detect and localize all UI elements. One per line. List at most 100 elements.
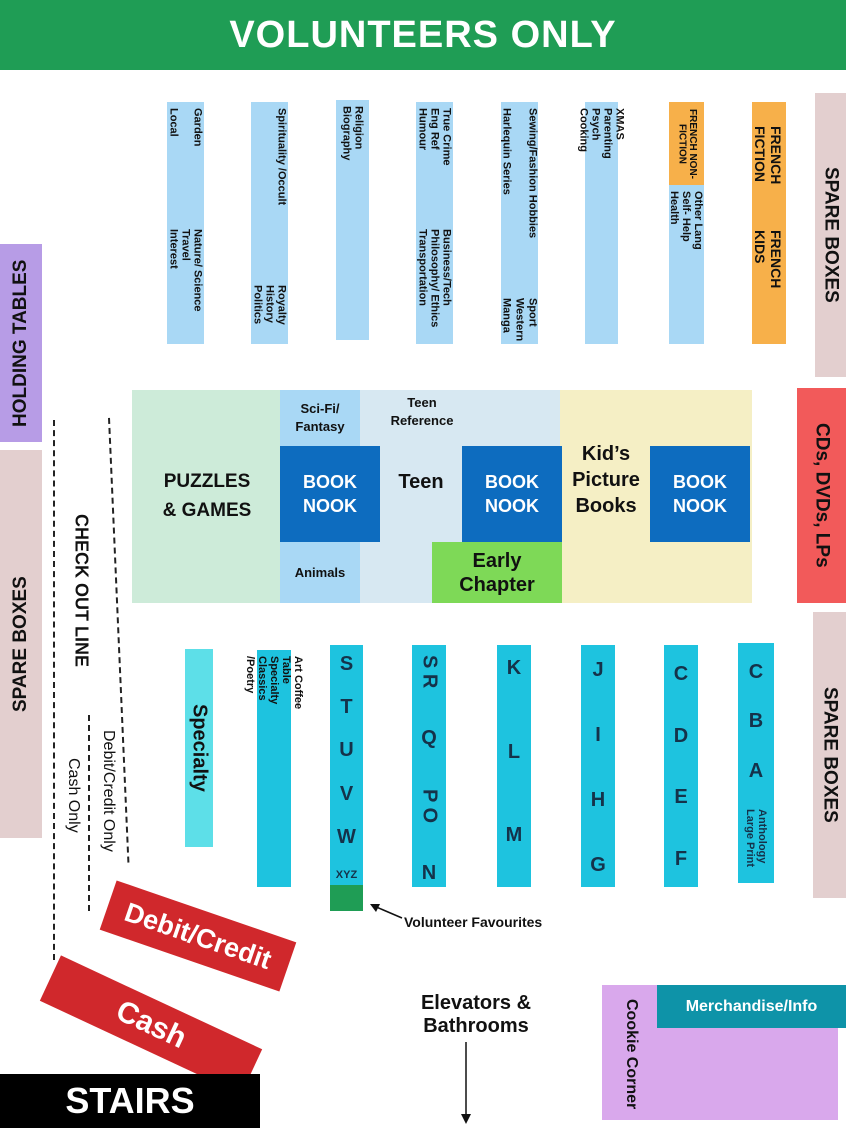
letter-c: C — [673, 663, 689, 685]
letter-s-r: S R — [418, 655, 441, 689]
label-parenting: Parenting — [601, 108, 614, 159]
label-psych: Psych — [589, 108, 602, 141]
spare-boxes-left: SPARE BOXES — [0, 450, 42, 838]
label-religion: Religion — [352, 106, 365, 150]
label-art-coffee: Art Coffee Table — [280, 656, 304, 710]
debit-credit-only-label: Debit/Credit Only — [100, 730, 117, 852]
french-nonfiction-label: FRENCH NON- FICTION — [669, 102, 704, 185]
shelf-spirituality: Spirituality /Occult Royalty History Pol… — [251, 102, 288, 344]
letter-v: V — [339, 782, 354, 805]
teen-reference: Teen Reference — [382, 392, 462, 432]
label-western: Western — [513, 298, 526, 342]
label-royalty: Royalty — [275, 285, 288, 325]
letter-g: G — [590, 854, 606, 876]
elevators-down-arrow — [461, 1042, 471, 1124]
debit-credit-label: Debit/Credit — [120, 896, 276, 975]
shelf-garden: Garden Local Nature/ Science Travel Inte… — [167, 102, 204, 344]
volunteers-only-banner: VOLUNTEERS ONLY — [0, 0, 846, 70]
checkout-dashed-line-left — [53, 420, 55, 960]
elevators-bathrooms-label: Elevators & Bathrooms — [420, 992, 532, 1037]
book-nook-1: BOOK NOOK — [280, 446, 380, 542]
shelf-klm: K L M — [497, 645, 531, 887]
french-fiction-label: FRENCH FICTION — [752, 126, 784, 185]
teen-label: Teen — [398, 470, 444, 493]
label-health: Health — [668, 191, 680, 225]
label-self-help: Self- Help — [680, 191, 692, 242]
letter-q: Q — [421, 727, 437, 750]
label-true-crime: True Crime — [440, 108, 453, 166]
spare-boxes-right-bottom: SPARE BOXES — [813, 612, 846, 898]
shelf-religion: Religion Biography — [336, 100, 369, 340]
shelf-cba: C B A Anthology Large Print — [738, 643, 774, 883]
shelf-french-fiction: FRENCH FICTION FRENCH KIDS — [752, 102, 786, 344]
label-anthology: Anthology Large Print — [744, 808, 768, 868]
middle-zone: PUZZLES & GAMES Sci-Fi/ Fantasy Animals … — [132, 390, 752, 603]
letter-i: I — [595, 724, 601, 746]
letter-f: F — [674, 847, 688, 870]
letter-h: H — [590, 789, 606, 811]
volunteer-favourites-box — [330, 885, 363, 911]
shelf-art-coffee: Art Coffee Table Specialty Classics /Poe… — [244, 650, 304, 887]
letter-a: A — [748, 759, 764, 782]
shelf-cdef: C D E F — [664, 645, 698, 887]
french-kids-label: FRENCH KIDS — [752, 229, 784, 289]
volunteer-favourites-label: Volunteer Favourites — [404, 914, 543, 930]
cash-only-label: Cash Only — [65, 758, 82, 833]
stairs: STAIRS — [0, 1074, 260, 1128]
letter-b: B — [748, 710, 764, 733]
shelf-sewing: Sewing/Fashion Hobbies Harlequin Series … — [500, 102, 539, 344]
label-biography: Biography — [340, 106, 353, 161]
kids-picture-label: Kid’s Picture Books — [572, 443, 640, 517]
book-nook-3: BOOK NOOK — [650, 446, 750, 542]
letter-p-o: P O — [418, 789, 441, 824]
teen-reference-label: Teen Reference — [390, 395, 454, 428]
shelf-true-crime: True Crime Eng Ref Humour Business/Tech … — [416, 102, 453, 344]
label-xmas: XMAS — [613, 108, 626, 140]
label-classics: Classics /Poetry — [244, 656, 268, 701]
early-chapter-label: Early Chapter — [459, 549, 535, 596]
label-business-tech: Business/Tech — [440, 229, 453, 306]
label-philosophy: Philosophy/ Ethics — [428, 229, 441, 328]
label-garden: Garden — [191, 108, 204, 147]
early-chapter: Early Chapter — [432, 542, 562, 603]
label-nature: Nature/ Science — [191, 229, 204, 312]
label-interest: Interest — [167, 229, 180, 269]
holding-tables: HOLDING TABLES — [0, 244, 42, 442]
label-sport: Sport — [526, 298, 539, 327]
shelf-s-xyz: S T U V W XYZ — [330, 645, 363, 885]
label-politics: Politics — [251, 285, 264, 325]
label-harlequin: Harlequin Series — [500, 108, 513, 195]
label-eng-ref: Eng Ref — [428, 108, 441, 150]
label-cooking: Cooking — [577, 108, 590, 152]
shelf-french-nonfiction: FRENCH NON- FICTION Other Lang Self- Hel… — [668, 102, 704, 344]
letter-j: J — [592, 659, 604, 681]
puzzles-games: PUZZLES & GAMES — [132, 390, 282, 603]
label-sewing: Sewing/Fashion Hobbies — [526, 108, 539, 239]
puzzles-games-label: PUZZLES & GAMES — [162, 471, 252, 521]
shelf-srqpon: S R Q P O N — [412, 645, 446, 887]
scifi-fantasy: Sci-Fi/ Fantasy — [280, 390, 360, 446]
volunteer-favourites-arrow — [370, 904, 403, 919]
label-spirituality: Spirituality /Occult — [275, 108, 288, 206]
checkout-dashed-line-middle — [88, 715, 90, 911]
merchandise-info: Merchandise/Info — [657, 985, 846, 1028]
letter-m: M — [505, 824, 523, 846]
letter-k: K — [506, 657, 522, 679]
cds-dvds-lps: CDs, DVDs, LPs — [797, 388, 846, 603]
animals: Animals — [280, 542, 360, 603]
label-humour: Humour — [416, 108, 429, 151]
letter-n: N — [421, 861, 437, 884]
letter-s: S — [339, 653, 354, 675]
label-specialty-small: Specialty — [268, 656, 280, 705]
letter-l: L — [507, 740, 521, 763]
letter-w: W — [337, 825, 356, 848]
cookie-corner-label: Cookie Corner — [623, 998, 640, 1110]
label-local: Local — [167, 108, 180, 137]
letter-xyz: XYZ — [335, 868, 358, 881]
book-nook-2: BOOK NOOK — [462, 446, 562, 542]
letter-e: E — [674, 786, 688, 809]
shelf-jihg: J I H G — [581, 645, 615, 887]
letter-t: T — [340, 696, 353, 719]
cash-label: Cash — [110, 994, 192, 1055]
letter-d: D — [673, 724, 689, 747]
